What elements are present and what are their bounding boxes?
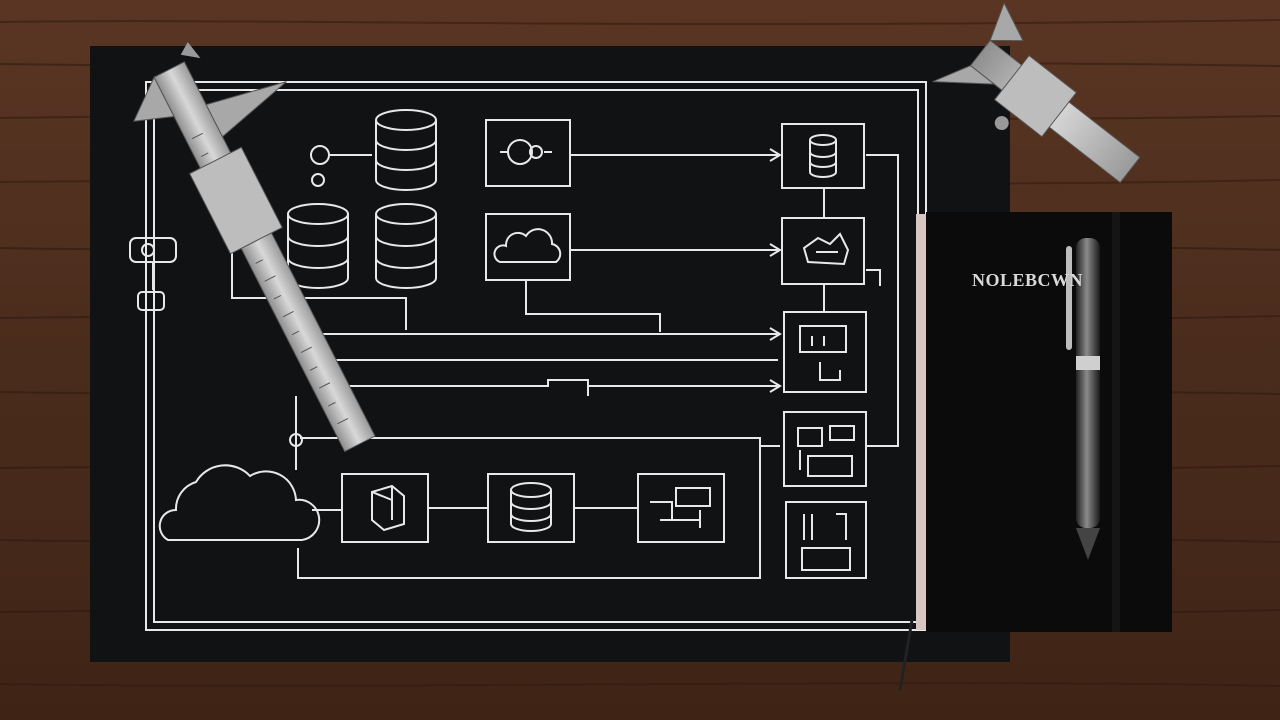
circuit-icon: [500, 139, 552, 165]
arrowhead: [769, 327, 782, 341]
connector-right-r: [866, 269, 881, 286]
cube-icon: [371, 484, 405, 532]
circuit-icon: [799, 325, 847, 381]
node-circle: [311, 173, 325, 187]
bookmark-ribbon: [898, 619, 914, 691]
node-circle: [310, 145, 330, 165]
service-box-right-4: [783, 411, 867, 487]
connector-h-5: [330, 379, 778, 396]
database-icon: [375, 203, 437, 289]
connector-v-mid: [525, 280, 661, 332]
circuit-icon: [797, 425, 855, 477]
notebook-page-edge: [916, 214, 926, 630]
circuit-icon: [650, 487, 711, 528]
settings-cog-icon: [802, 232, 850, 266]
notebook: [898, 212, 1172, 691]
arrowhead: [769, 379, 782, 393]
node-circle: [289, 433, 303, 447]
service-box-5: [637, 473, 725, 543]
arrowhead: [769, 148, 782, 162]
circuit-icon: [801, 513, 851, 571]
service-box-right-5: [785, 501, 867, 579]
notebook-brand-text: NOLEBCWN: [972, 270, 1084, 290]
notebook-cover: [926, 212, 1172, 632]
database-icon: [510, 482, 552, 532]
notebook-spine-shade: [1112, 212, 1120, 632]
cloud-icon: [158, 464, 321, 541]
service-box-1: [485, 119, 571, 187]
blueprint-paper: [90, 46, 1010, 662]
caliper-icon: [932, 1, 1141, 184]
pen-icon: [1066, 238, 1100, 560]
arrowhead: [769, 243, 782, 257]
connector-low-h: [297, 437, 761, 579]
service-box-2: [485, 213, 571, 281]
architecture-diagram: [129, 81, 927, 631]
cloud-icon: [493, 228, 562, 263]
database-icon: [809, 134, 837, 178]
connector-right-edge: [866, 154, 899, 447]
caliper-icon: [132, 42, 376, 453]
database-icon: [375, 109, 437, 191]
